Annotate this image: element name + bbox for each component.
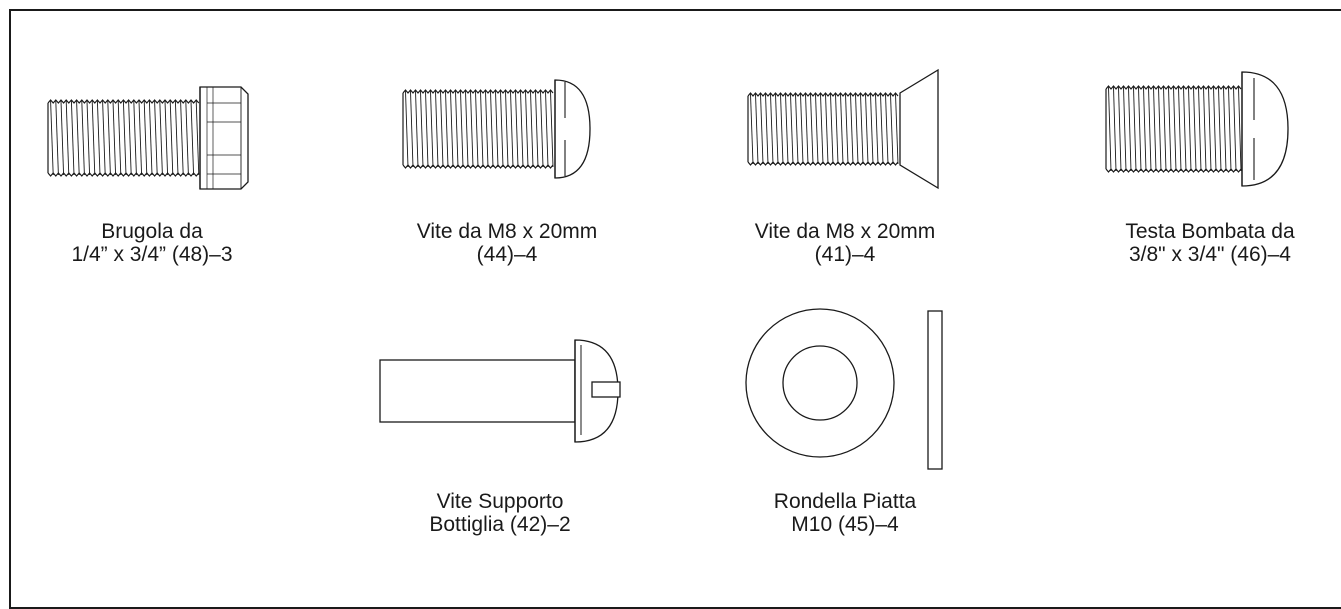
part-label-line: Testa Bombata da — [1125, 220, 1295, 243]
part-label-line: Bottiglia (42)–2 — [429, 513, 571, 536]
part-label-bottle-holder-screw: Vite Supporto Bottiglia (42)–2 — [380, 490, 620, 536]
part-label-line: Vite da M8 x 20mm — [416, 220, 598, 243]
pan-head-screw-icon — [402, 79, 591, 179]
part-label-line: (41)–4 — [814, 243, 876, 266]
part-label-line: Brugola da — [101, 220, 203, 243]
button-head-screw-icon — [1105, 71, 1289, 187]
part-label-button-head-screw: Testa Bombata da 3/8" x 3/4" (46)–4 — [1090, 220, 1330, 266]
flat-washer-icon — [745, 308, 943, 470]
part-label-line: Rondella Piatta — [773, 490, 917, 513]
part-label-line: Vite da M8 x 20mm — [754, 220, 936, 243]
part-label-line: Vite Supporto — [436, 490, 564, 513]
part-label-line: 1/4” x 3/4” (48)–3 — [71, 243, 233, 266]
part-label-line: 3/8" x 3/4" (46)–4 — [1128, 243, 1291, 266]
flat-head-screw-icon — [747, 68, 939, 190]
part-label-flat-washer: Rondella Piatta M10 (45)–4 — [725, 490, 965, 536]
socket-head-cap-screw-icon — [47, 86, 249, 190]
part-label-socket-cap-screw: Brugola da 1/4” x 3/4” (48)–3 — [52, 220, 252, 266]
part-label-pan-head-screw: Vite da M8 x 20mm (44)–4 — [372, 220, 642, 266]
part-label-line: (44)–4 — [476, 243, 538, 266]
part-label-flat-head-screw: Vite da M8 x 20mm (41)–4 — [710, 220, 980, 266]
part-label-line: M10 (45)–4 — [791, 513, 899, 536]
bottle-holder-screw-icon — [379, 339, 621, 443]
